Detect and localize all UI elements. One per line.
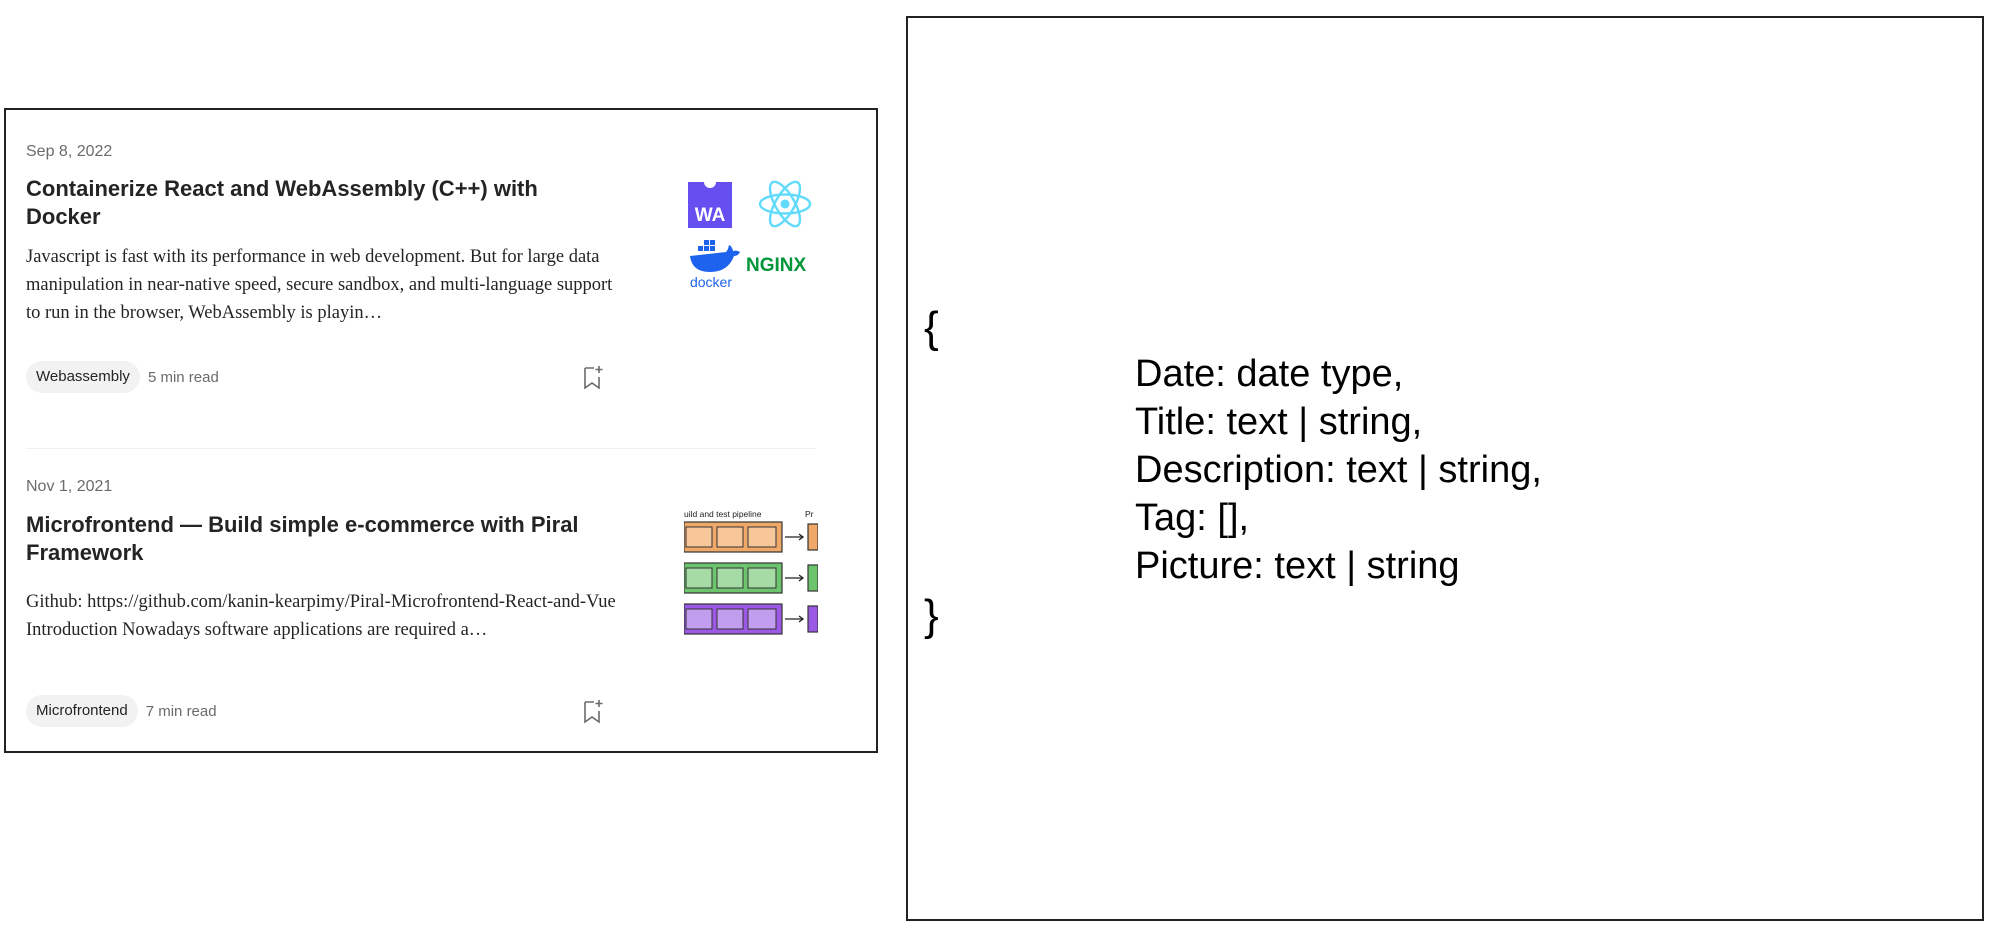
react-logo-icon	[758, 180, 812, 228]
article-title[interactable]: Containerize React and WebAssembly (C++)…	[26, 176, 538, 229]
schema-field-picture: Picture: text | string	[1135, 545, 1460, 587]
article-thumbnail[interactable]: WA docker NGINX	[684, 176, 818, 310]
schema-field-description: Description: text | string,	[1135, 449, 1542, 491]
article-date: Nov 1, 2021	[26, 478, 113, 495]
open-brace: {	[924, 303, 939, 352]
nginx-logo-icon: NGINX	[746, 255, 807, 276]
close-brace: }	[924, 591, 939, 640]
article-description: Javascript is fast with its performance …	[26, 247, 613, 323]
bookmark-add-icon[interactable]	[581, 365, 605, 391]
article-meta: Microfrontend 7 min read	[26, 695, 217, 727]
tag-chip[interactable]: Microfrontend	[26, 695, 138, 727]
article-title[interactable]: Microfrontend — Build simple e-commerce …	[26, 512, 579, 565]
article-meta: Webassembly 5 min read	[26, 361, 219, 393]
read-time: 5 min read	[147, 368, 219, 386]
schema-panel: { Date: date type, Title: text | string,…	[906, 16, 1984, 921]
pipeline-diagram-thumbnail[interactable]: uild and test pipeline Pr	[684, 508, 818, 642]
docker-label: docker	[690, 274, 732, 290]
wasm-badge-text: WA	[695, 205, 726, 226]
docker-logo-icon: docker	[690, 240, 740, 290]
schema-field-date: Date: date type,	[1135, 353, 1404, 395]
webassembly-logo-icon: WA	[688, 182, 732, 228]
schema-field-tag: Tag: [],	[1135, 497, 1250, 539]
read-time: 7 min read	[145, 702, 217, 720]
article-divider	[26, 448, 816, 449]
schema-field-title: Title: text | string,	[1135, 401, 1423, 443]
pipeline-caption: uild and test pipeline	[684, 509, 762, 519]
tag-chip[interactable]: Webassembly	[26, 361, 140, 393]
article-date: Sep 8, 2022	[26, 143, 113, 160]
pipeline-caption-right: Pr	[805, 509, 814, 519]
article-description: Github: https://github.com/kanin-kearpim…	[26, 592, 616, 640]
article-feed: Sep 8, 2022 Containerize React and WebAs…	[4, 108, 878, 753]
bookmark-add-icon[interactable]	[581, 699, 605, 725]
schema-fields: Date: date type, Title: text | string, D…	[1135, 350, 1542, 590]
